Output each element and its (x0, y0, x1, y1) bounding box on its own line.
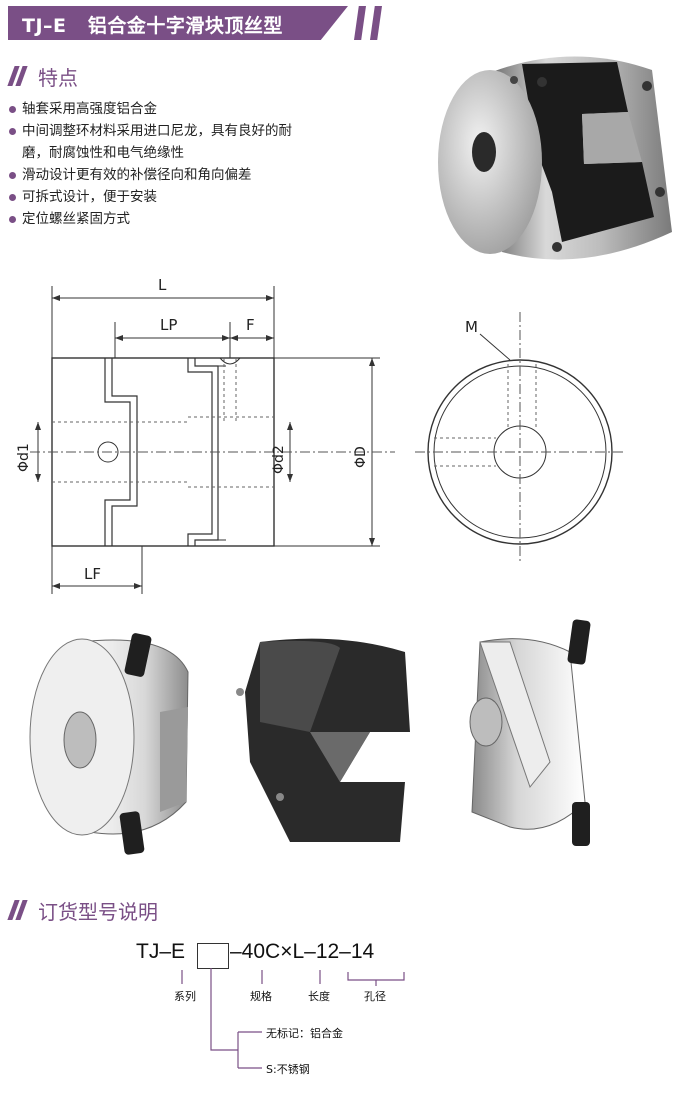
feature-list: 轴套采用高强度铝合金 中间调整环材料采用进口尼龙，具有良好的耐 磨，耐腐蚀性和电… (8, 98, 418, 230)
feature-item: 可拆式设计，便于安装 (8, 186, 418, 208)
dim-L: L (158, 276, 167, 294)
dim-d2: Φd2 (271, 445, 287, 474)
coupling-product-image (438, 56, 672, 260)
label-bore: 孔径 (364, 990, 386, 1003)
technical-drawing: L LP F LF M Φd1 Φd2 ΦD (16, 276, 625, 594)
label-no-mark: 无标记：铝合金 (266, 1027, 343, 1040)
label-spec: 规格 (250, 990, 272, 1003)
feature-item: 轴套采用高强度铝合金 (8, 98, 418, 120)
feature-item: 滑动设计更有效的补偿径向和角向偏差 (8, 164, 418, 186)
dim-LP: LP (160, 316, 177, 334)
dim-LF: LF (84, 565, 101, 583)
code-suffix: –40C×L–12–14 (230, 940, 375, 963)
slash-icon (6, 898, 32, 922)
slash-icon (6, 64, 32, 88)
exploded-parts-image (29, 619, 591, 855)
model-code-diagram: TJ–E –40C×L–12–14 系列 规格 长度 孔径 无标记：铝合金 S:… (0, 940, 700, 1090)
label-stainless: S:不锈钢 (266, 1063, 310, 1076)
feature-item: 中间调整环材料采用进口尼龙，具有良好的耐 (8, 120, 418, 142)
label-series: 系列 (174, 990, 196, 1003)
label-length: 长度 (308, 990, 330, 1003)
banner-stripe (354, 6, 366, 40)
features-title: 特点 (38, 65, 78, 90)
banner-bar (8, 6, 348, 40)
banner-stripe (370, 6, 382, 40)
header-banner: TJ–E 铝合金十字滑块顶丝型 (8, 6, 388, 40)
page-title: TJ–E 铝合金十字滑块顶丝型 (22, 15, 283, 37)
code-leader-lines (181, 968, 405, 1069)
material-code-box (197, 943, 229, 969)
feature-item-continued: 磨，耐腐蚀性和电气绝缘性 (22, 145, 184, 161)
features-heading: 特点 (6, 62, 78, 90)
dim-M: M (465, 318, 478, 336)
dim-D: ΦD (353, 446, 369, 468)
dim-d1: Φd1 (16, 443, 32, 472)
feature-item: 定位螺丝紧固方式 (8, 208, 418, 230)
order-title: 订货型号说明 (38, 899, 158, 924)
order-heading: 订货型号说明 (6, 896, 158, 924)
code-prefix: TJ–E (136, 940, 186, 963)
dim-F: F (246, 316, 255, 334)
